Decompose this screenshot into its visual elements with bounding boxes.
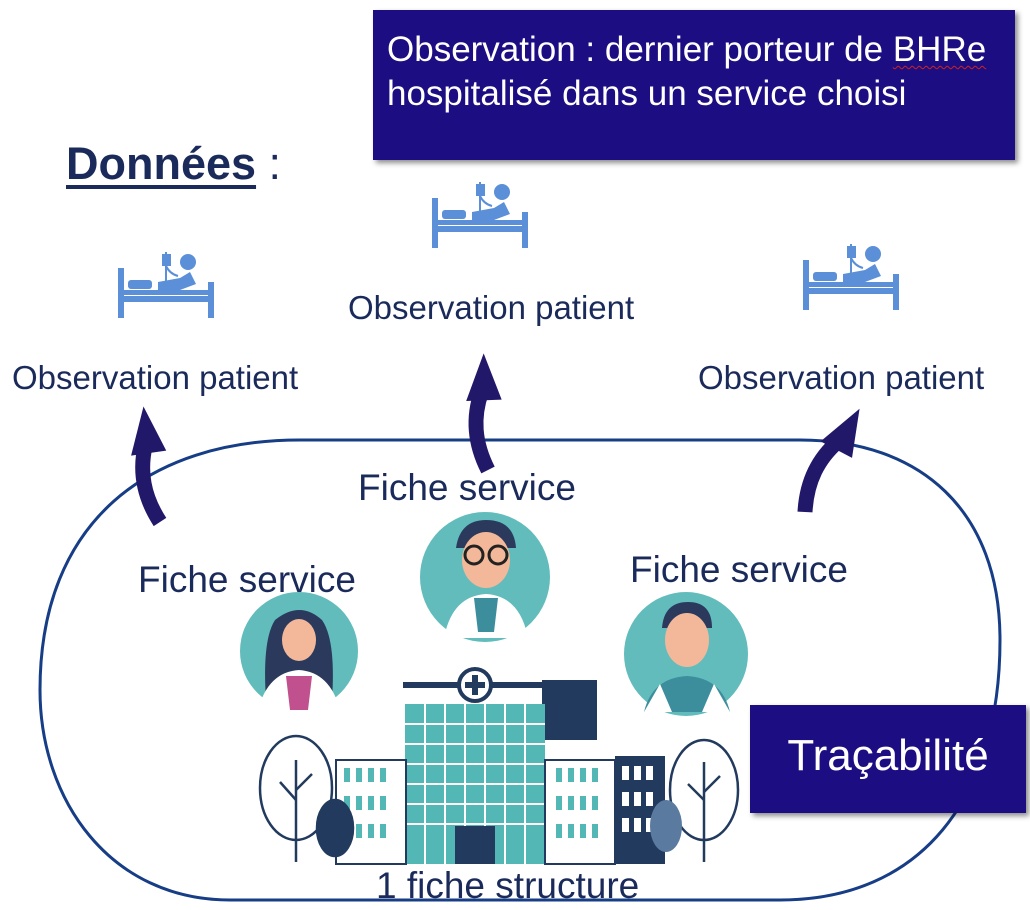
bed-icon-right [802, 243, 900, 311]
patient-observation-right: Observation patient [698, 359, 985, 396]
tree-left [258, 734, 355, 862]
page-title: Données : [66, 138, 281, 190]
patient-observation-middle: Observation patient [348, 289, 635, 326]
bed-icon-middle [431, 181, 529, 249]
traceability-label: Traçabilité [787, 731, 989, 780]
observation-note-bhre: BHRe [892, 30, 987, 69]
observation-note: Observation : dernier porteur de BHRe ho… [373, 10, 1015, 160]
hospital-building [335, 667, 665, 865]
arrow-left [118, 404, 187, 524]
bed-icon-left [117, 251, 215, 319]
patient-observation-left: Observation patient [12, 359, 299, 396]
traceability-box: Traçabilité [750, 705, 1026, 813]
service-label-right: Fiche service [630, 549, 848, 590]
service-label-middle: Fiche service [358, 467, 576, 508]
page-title-colon: : [256, 138, 282, 189]
observation-note-part1: Observation : dernier porteur de [387, 30, 893, 69]
service-label-left: Fiche service [138, 559, 356, 600]
arrow-right [798, 400, 867, 520]
page-title-word: Données [66, 138, 257, 189]
avatar-doctor-glasses [420, 512, 550, 642]
observation-note-part2: hospitalisé dans un service choisi [387, 74, 907, 113]
structure-boundary [38, 438, 1002, 902]
observation-note-text: Observation : dernier porteur de BHRe ho… [387, 28, 1007, 116]
avatar-doctor-woman [240, 592, 358, 710]
structure-label: 1 fiche structure [376, 865, 640, 906]
avatar-doctor-man [624, 592, 748, 716]
arrow-middle [457, 352, 515, 472]
tree-right [650, 738, 740, 862]
